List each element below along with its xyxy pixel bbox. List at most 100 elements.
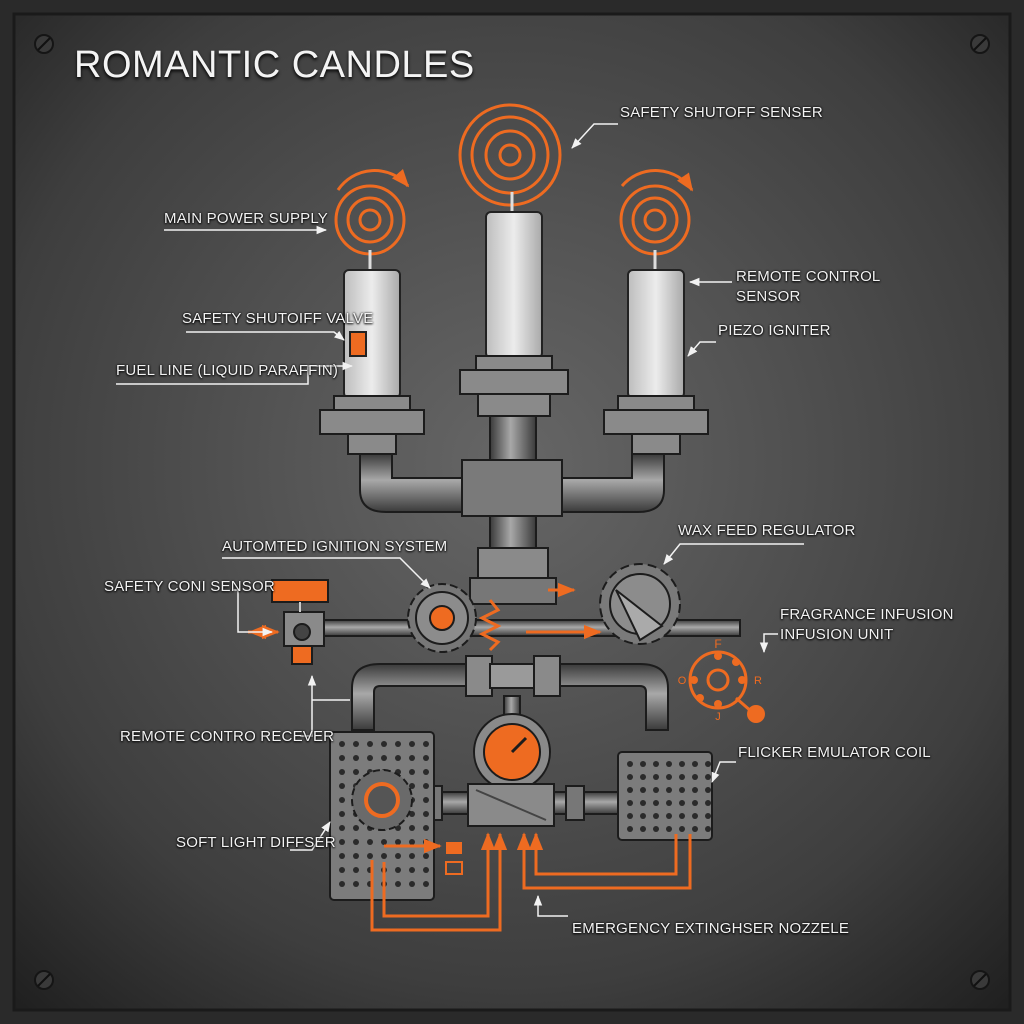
perforation-dot [339, 755, 345, 761]
perforation-dot [395, 755, 401, 761]
perforation-dot [423, 839, 429, 845]
perforation-dot [339, 769, 345, 775]
perforation-dot [705, 761, 711, 767]
pressure-gauge-icon [473, 713, 551, 791]
perforation-dot [409, 783, 415, 789]
perforation-dot [353, 853, 359, 859]
label-soft-light-diffuser: SOFT LIGHT DIFFSER [176, 834, 336, 851]
perforation-dot [705, 813, 711, 819]
perforation-dot [666, 761, 672, 767]
perforation-dot [423, 741, 429, 747]
perforation-dot [679, 826, 685, 832]
ignition-gear-icon [407, 583, 477, 653]
perforation-dot [423, 783, 429, 789]
perforation-dot [653, 826, 659, 832]
perforation-dot [339, 853, 345, 859]
perforation-dot [353, 769, 359, 775]
perforation-dot [353, 741, 359, 747]
perforation-dot [423, 755, 429, 761]
perforation-dot [409, 853, 415, 859]
perforation-dot [640, 826, 646, 832]
perforation-dot [423, 867, 429, 873]
perforation-dot [653, 774, 659, 780]
perforation-dot [705, 826, 711, 832]
perforation-dot [679, 813, 685, 819]
perforation-dot [666, 813, 672, 819]
perforation-dot [640, 774, 646, 780]
dial-mark: R [754, 675, 762, 687]
perforation-dot [395, 741, 401, 747]
label-remote-control-receiver: REMOTE CONTRO RECEVER [120, 728, 335, 745]
center-candle [485, 211, 543, 359]
perforation-dot [367, 839, 373, 845]
perforation-dot [679, 774, 685, 780]
perforation-dot [409, 811, 415, 817]
page-title: ROMANTIC CANDLES [74, 44, 475, 86]
perforation-dot [339, 811, 345, 817]
perforation-dot [339, 867, 345, 873]
perforation-dot [627, 774, 633, 780]
perforation-dot [627, 800, 633, 806]
perforation-dot [653, 787, 659, 793]
perforation-dot [381, 853, 387, 859]
label-fuel-line: FUEL LINE (LIQUID PARAFFIN) [116, 362, 339, 379]
dial-mark: J [715, 711, 721, 723]
panel-screws [34, 34, 990, 990]
central-valve [409, 783, 631, 827]
perforation-dot [666, 774, 672, 780]
soft-light-diffuser [329, 731, 435, 901]
spring-icon [478, 599, 502, 652]
fragrance-knob-icon [747, 705, 765, 723]
perforation-dot [627, 813, 633, 819]
dial-mark: F [714, 637, 721, 651]
perforation-dot [409, 867, 415, 873]
perforation-dot [367, 755, 373, 761]
perforation-dot [692, 761, 698, 767]
flicker-emulator-coil [617, 751, 713, 841]
perforation-dot [627, 787, 633, 793]
perforation-dot [395, 825, 401, 831]
perforation-dot [409, 769, 415, 775]
perforation-dot [423, 797, 429, 803]
perforation-dot [692, 787, 698, 793]
perforation-dot [423, 769, 429, 775]
shutoff-valve-tag [349, 331, 367, 357]
perforation-dot [679, 800, 685, 806]
right-candle [627, 269, 685, 399]
perforation-dot [692, 826, 698, 832]
perforation-dot [666, 826, 672, 832]
perforation-dot [381, 755, 387, 761]
flame-rings [334, 103, 694, 256]
label-fragrance-infusion-line1: FRAGRANCE INFUSION [780, 606, 954, 623]
label-safety-shutoff-valve: SAFETY SHUTOIFF VALVE [182, 310, 374, 327]
label-flicker-emulator-coil: FLICKER EMULATOR COIL [738, 744, 931, 761]
candles [343, 211, 685, 399]
perforation-dot [653, 813, 659, 819]
label-safety-shutoff-sensor: SAFETY SHUTOFF SENSER [620, 104, 823, 121]
perforation-dot [679, 761, 685, 767]
perforation-dot [381, 741, 387, 747]
perforation-dot [679, 787, 685, 793]
perforation-dot [395, 839, 401, 845]
label-remote-control-sensor-line2: SENSOR [736, 288, 801, 305]
perforation-dot [640, 787, 646, 793]
perforation-dot [666, 787, 672, 793]
perforation-dot [339, 741, 345, 747]
perforation-dot [339, 797, 345, 803]
perforation-dot [353, 867, 359, 873]
perforation-dot [353, 881, 359, 887]
label-piezo-igniter: PIEZO IGNITER [718, 322, 831, 339]
perforation-dot [640, 800, 646, 806]
perforation-dot [409, 741, 415, 747]
receiver-stub [291, 645, 313, 665]
left-holder [333, 395, 411, 411]
perforation-dot [339, 839, 345, 845]
perforation-dot [409, 825, 415, 831]
label-main-power-supply: MAIN POWER SUPPLY [164, 210, 328, 227]
perforation-dot [705, 774, 711, 780]
perforation-dot [381, 839, 387, 845]
indicator-led [445, 861, 463, 875]
perforation-dot [353, 755, 359, 761]
perforation-dot [692, 774, 698, 780]
